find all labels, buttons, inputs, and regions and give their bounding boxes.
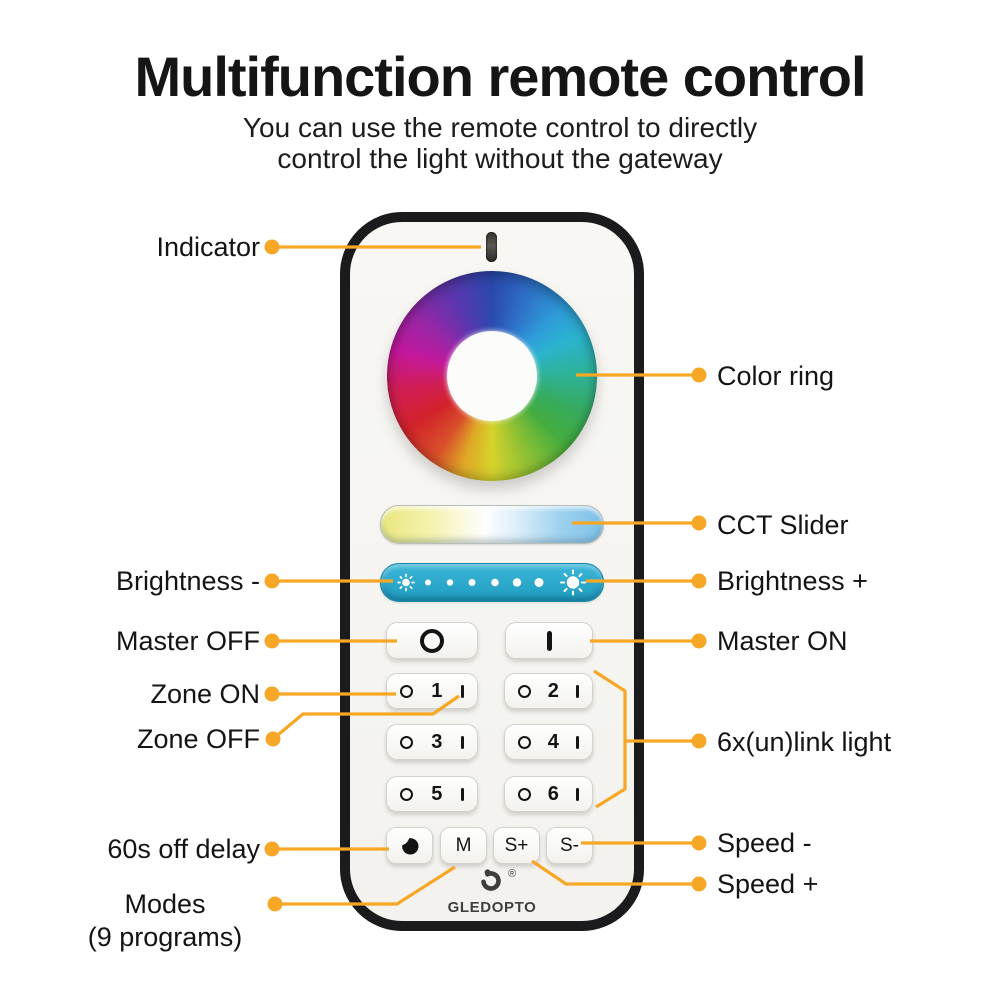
moon-icon bbox=[401, 837, 419, 855]
label-indicator: Indicator bbox=[156, 232, 260, 262]
zone-button-6[interactable]: 6 bbox=[504, 776, 593, 812]
label-brightness-plus: Brightness + bbox=[717, 566, 868, 596]
zone-off-icon bbox=[460, 787, 464, 801]
label-master-on: Master ON bbox=[717, 626, 848, 656]
label-modes-line2: (9 programs) bbox=[87, 922, 243, 952]
label-zone-on: Zone ON bbox=[150, 679, 260, 709]
speed-minus-button[interactable]: S- bbox=[546, 827, 593, 864]
zone-button-4[interactable]: 4 bbox=[504, 724, 593, 760]
label-modes: Modes (9 programs) bbox=[50, 888, 280, 954]
registered-trademark: ® bbox=[508, 868, 517, 880]
indicator-led bbox=[486, 232, 497, 262]
zone-button-1[interactable]: 1 bbox=[386, 673, 478, 709]
zone-number: 2 bbox=[547, 679, 559, 702]
zone-number: 3 bbox=[431, 730, 443, 753]
zone-on-icon bbox=[400, 735, 413, 749]
zone-button-3[interactable]: 3 bbox=[386, 724, 478, 760]
label-cct-slider: CCT Slider bbox=[717, 510, 849, 540]
zone-off-icon bbox=[575, 684, 579, 698]
power-off-icon bbox=[420, 628, 444, 653]
zone-number: 6 bbox=[547, 782, 559, 805]
label-modes-line1: Modes bbox=[124, 889, 206, 919]
zone-button-2[interactable]: 2 bbox=[504, 673, 593, 709]
zone-on-icon bbox=[400, 787, 413, 801]
brightness-dots bbox=[425, 578, 544, 587]
brightness-slider-icons bbox=[397, 569, 586, 596]
zone-number: 1 bbox=[431, 679, 443, 702]
speed-plus-button[interactable]: S+ bbox=[493, 827, 540, 864]
label-color-ring: Color ring bbox=[717, 361, 835, 391]
zone-number: 5 bbox=[431, 782, 443, 805]
label-off-delay: 60s off delay bbox=[107, 834, 260, 864]
mode-button-label: M bbox=[455, 834, 472, 856]
power-on-icon bbox=[546, 630, 552, 651]
zone-off-icon bbox=[575, 735, 579, 749]
brand-name: GLEDOPTO bbox=[447, 899, 537, 916]
page-title: Multifunction remote control bbox=[134, 45, 866, 108]
master-off-button[interactable] bbox=[386, 622, 478, 659]
brightness-high-icon bbox=[560, 569, 586, 596]
label-speed-minus: Speed - bbox=[717, 828, 812, 858]
color-ring-center bbox=[447, 331, 537, 421]
zone-on-icon bbox=[518, 787, 531, 801]
speed-minus-label: S- bbox=[560, 834, 579, 856]
label-master-off: Master OFF bbox=[115, 626, 260, 656]
gledopto-logo-icon bbox=[481, 869, 501, 891]
night-mode-button[interactable] bbox=[386, 827, 433, 864]
mode-button[interactable]: M bbox=[440, 827, 487, 864]
zone-off-icon bbox=[575, 787, 579, 801]
label-zone-off: Zone OFF bbox=[136, 724, 260, 754]
label-speed-plus: Speed + bbox=[717, 869, 819, 899]
remote-body: 1 2 3 4 5 6 bbox=[340, 212, 644, 931]
zone-button-5[interactable]: 5 bbox=[386, 776, 478, 812]
brightness-low-icon bbox=[397, 573, 415, 592]
label-brightness-minus: Brightness - bbox=[115, 566, 260, 596]
zone-off-icon bbox=[460, 735, 464, 749]
speed-plus-label: S+ bbox=[504, 834, 529, 856]
zone-off-icon bbox=[460, 684, 464, 698]
zone-on-icon bbox=[400, 684, 413, 698]
cct-slider[interactable] bbox=[380, 505, 604, 544]
color-ring[interactable] bbox=[387, 271, 597, 481]
master-on-button[interactable] bbox=[505, 622, 593, 659]
subtitle-line-1: You can use the remote control to direct… bbox=[242, 112, 758, 143]
zone-on-icon bbox=[518, 684, 531, 698]
subtitle-line-2: control the light without the gateway bbox=[277, 143, 723, 174]
zone-on-icon bbox=[518, 735, 531, 749]
zone-number: 4 bbox=[547, 730, 559, 753]
label-link-light: 6x(un)link light bbox=[717, 727, 892, 757]
brightness-slider[interactable] bbox=[380, 563, 604, 602]
